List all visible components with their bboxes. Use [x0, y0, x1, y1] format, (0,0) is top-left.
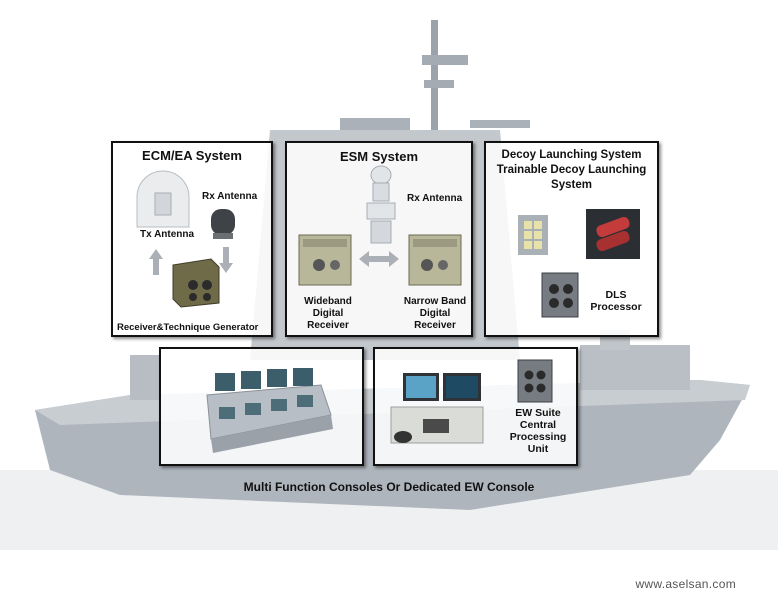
decoy-launcher-icon [518, 215, 548, 255]
website-url[interactable]: www.aselsan.com [635, 577, 736, 591]
narrowband-receiver-icon [408, 234, 462, 286]
multi-function-consoles-panel [159, 347, 364, 466]
esm-rx-antenna-label: Rx Antenna [407, 193, 463, 204]
wideband-label: Wideband Digital Receiver [304, 296, 352, 331]
ecm-rx-antenna-label: Rx Antenna [202, 191, 258, 202]
rx-antenna-icon [211, 209, 235, 239]
console-row-icon [206, 368, 333, 453]
ew-console-icon [390, 373, 484, 444]
dls-processor-label: DLS Processor [590, 289, 642, 313]
decoy-launching-panel: Decoy Launching System Trainable Decoy L… [484, 141, 659, 337]
down-arrow-icon [219, 247, 233, 273]
esm-system-panel: ESM System Rx Antenna Wideband Digital R… [285, 141, 473, 337]
technique-generator-icon [172, 258, 220, 308]
ecm-system-panel: ECM/EA System Rx Antenna Tx Antenna Rece… [111, 141, 273, 337]
tx-antenna-radome-icon [136, 170, 190, 228]
up-arrow-icon [149, 249, 163, 275]
consoles-caption: Multi Function Consoles Or Dedicated EW … [243, 480, 535, 494]
wideband-receiver-icon [298, 234, 352, 286]
dls-title: Decoy Launching System Trainable Decoy L… [496, 149, 647, 191]
ew-cpu-icon [517, 359, 553, 403]
esm-rx-antenna-icon [366, 165, 396, 244]
receiver-technique-generator-label: Receiver&Technique Generator [117, 322, 259, 333]
ecm-tx-antenna-label: Tx Antenna [140, 229, 195, 240]
ecm-system-title: ECM/EA System [142, 148, 242, 163]
trainable-decoy-launcher-icon [586, 209, 640, 259]
narrowband-label: Narrow Band Digital Receiver [403, 296, 467, 331]
ew-cpu-label: EW Suite Central Processing Unit [509, 407, 567, 455]
esm-system-title: ESM System [339, 149, 419, 164]
ew-console-panel: EW Suite Central Processing Unit [373, 347, 578, 466]
dls-processor-icon [541, 272, 579, 318]
double-arrow-icon [359, 251, 399, 267]
